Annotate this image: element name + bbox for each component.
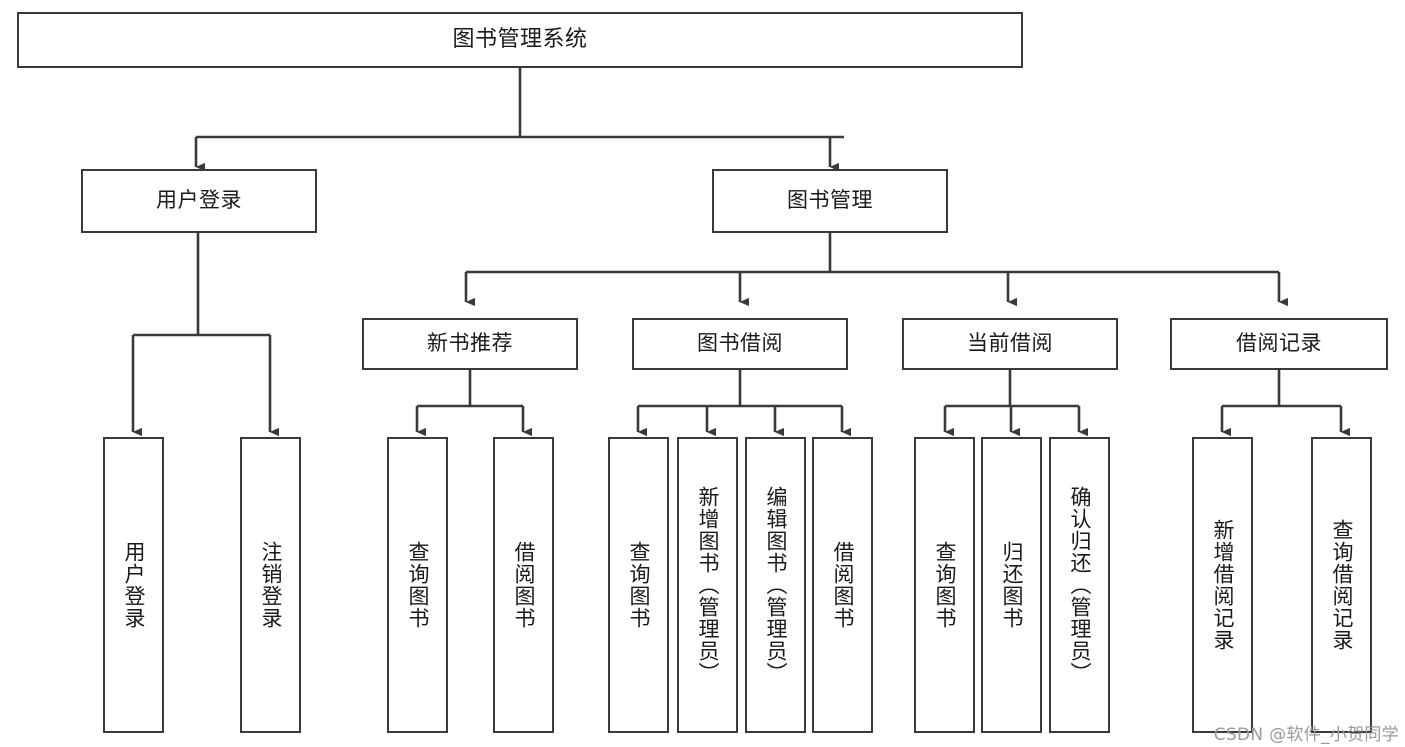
node-leaf-return-book[interactable]: 归还图书: [981, 437, 1042, 733]
node-new-book-recommend[interactable]: 新书推荐: [362, 318, 578, 370]
node-leaf-confirm-return[interactable]: 确认归还（管理员）: [1049, 437, 1110, 733]
node-leaf-query-record[interactable]: 查询借阅记录: [1311, 437, 1372, 733]
node-leaf-user-logout-label: 注销登录: [258, 541, 283, 629]
node-root-label: 图书管理系统: [452, 26, 588, 52]
node-leaf-add-record-label: 新增借阅记录: [1210, 519, 1235, 651]
node-current-borrow-label: 当前借阅: [967, 331, 1053, 356]
node-book-borrow-label: 图书借阅: [697, 331, 783, 356]
node-leaf-user-logout[interactable]: 注销登录: [240, 437, 301, 733]
node-leaf-user-login[interactable]: 用户登录: [103, 437, 164, 733]
node-book-manage[interactable]: 图书管理: [712, 169, 948, 233]
node-root[interactable]: 图书管理系统: [17, 12, 1023, 68]
node-leaf-user-login-label: 用户登录: [121, 541, 146, 629]
node-leaf-borrow-book-2[interactable]: 借阅图书: [812, 437, 873, 733]
node-leaf-edit-book-label: 编辑图书（管理员）: [763, 486, 788, 684]
node-current-borrow[interactable]: 当前借阅: [902, 318, 1118, 370]
node-user-login-label: 用户登录: [156, 188, 242, 213]
node-book-borrow[interactable]: 图书借阅: [632, 318, 848, 370]
node-leaf-query-record-label: 查询借阅记录: [1329, 519, 1354, 651]
node-leaf-query-book-3-label: 查询图书: [932, 541, 957, 629]
node-leaf-borrow-book-2-label: 借阅图书: [830, 541, 855, 629]
node-leaf-query-book-1-label: 查询图书: [405, 541, 430, 629]
node-leaf-add-record[interactable]: 新增借阅记录: [1192, 437, 1253, 733]
node-leaf-add-book-label: 新增图书（管理员）: [695, 486, 720, 684]
node-book-manage-label: 图书管理: [787, 188, 873, 213]
node-leaf-query-book-2-label: 查询图书: [626, 541, 651, 629]
node-leaf-query-book-2[interactable]: 查询图书: [608, 437, 669, 733]
node-leaf-borrow-book-1[interactable]: 借阅图书: [493, 437, 554, 733]
node-leaf-borrow-book-1-label: 借阅图书: [511, 541, 536, 629]
node-borrow-record[interactable]: 借阅记录: [1170, 318, 1388, 370]
node-user-login[interactable]: 用户登录: [81, 169, 317, 233]
node-leaf-return-book-label: 归还图书: [999, 541, 1024, 629]
node-leaf-edit-book[interactable]: 编辑图书（管理员）: [745, 437, 806, 733]
node-leaf-query-book-3[interactable]: 查询图书: [914, 437, 975, 733]
node-leaf-confirm-return-label: 确认归还（管理员）: [1067, 486, 1092, 684]
node-leaf-query-book-1[interactable]: 查询图书: [387, 437, 448, 733]
node-leaf-add-book[interactable]: 新增图书（管理员）: [677, 437, 738, 733]
node-new-book-recommend-label: 新书推荐: [427, 331, 513, 356]
node-borrow-record-label: 借阅记录: [1236, 331, 1322, 356]
